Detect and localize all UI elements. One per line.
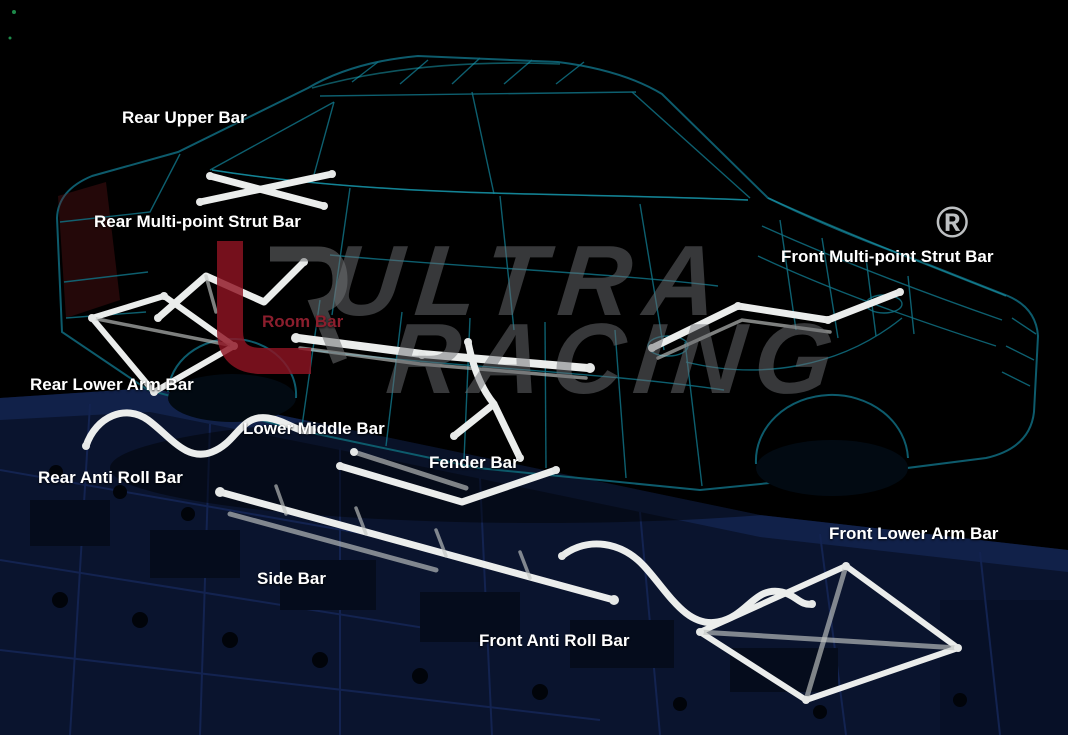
fender-bar-graphic — [450, 338, 524, 462]
front-multi-point-strut-bar-graphic — [648, 288, 904, 360]
label-lower-middle-bar: Lower Middle Bar — [243, 419, 385, 438]
label-rear-upper-bar: Rear Upper Bar — [122, 108, 247, 127]
label-room-bar: Room Bar — [262, 312, 344, 331]
label-rear-anti-roll-bar: Rear Anti Roll Bar — [38, 468, 183, 487]
label-fender-bar: Fender Bar — [429, 453, 519, 472]
label-front-multi-point-strut-bar: Front Multi-point Strut Bar — [781, 247, 994, 266]
platform-jig — [0, 388, 1068, 735]
lower-middle-bar-graphic — [336, 448, 560, 506]
rear-anti-roll-bar-graphic — [82, 409, 316, 458]
front-lower-arm-bar-graphic — [696, 562, 962, 704]
label-front-lower-arm-bar: Front Lower Arm Bar — [829, 524, 999, 543]
label-front-anti-roll-bar: Front Anti Roll Bar — [479, 631, 630, 650]
side-bar-graphic — [215, 484, 619, 605]
rear-upper-bar-graphic — [196, 170, 336, 210]
label-side-bar: Side Bar — [257, 569, 326, 588]
car-body-wireframe — [55, 54, 1040, 496]
corner-speck — [8, 36, 12, 40]
car-shadow — [110, 413, 970, 523]
label-rear-lower-arm-bar: Rear Lower Arm Bar — [30, 375, 194, 394]
registered-trademark-icon: ® — [936, 198, 969, 247]
label-rear-multi-point-strut-bar: Rear Multi-point Strut Bar — [94, 212, 301, 231]
corner-speck — [12, 10, 16, 14]
